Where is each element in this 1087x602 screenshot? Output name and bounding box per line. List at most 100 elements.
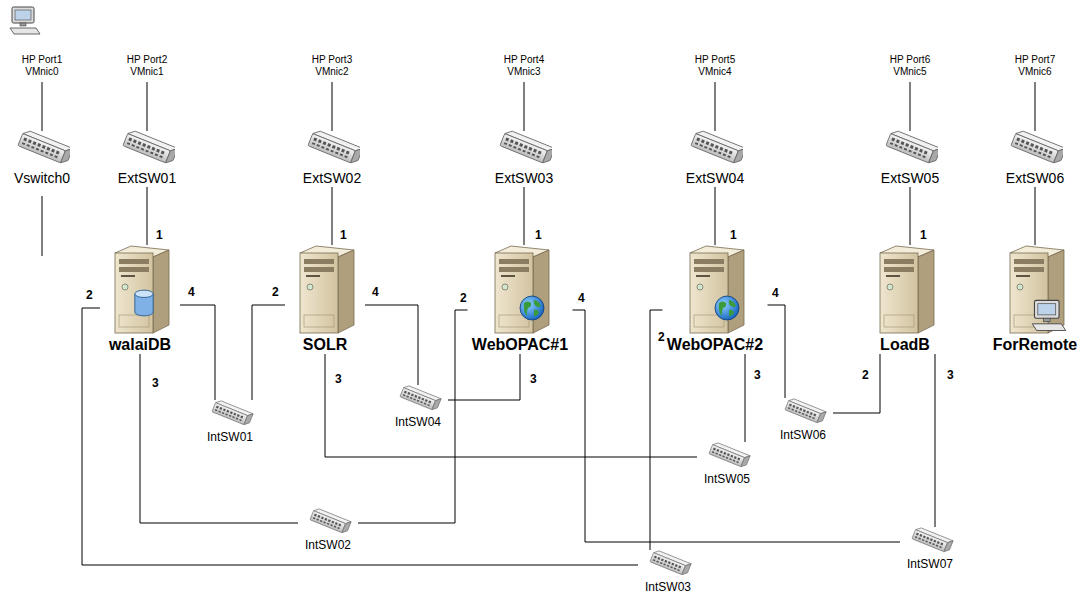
network-link bbox=[358, 310, 468, 523]
server-name: walaiDB bbox=[100, 335, 180, 354]
network-link bbox=[1035, 187, 1036, 245]
network-switch: ExtSW01 bbox=[114, 130, 181, 187]
switch-name: ExtSW02 bbox=[299, 170, 366, 187]
network-link bbox=[325, 354, 697, 457]
network-link bbox=[768, 305, 786, 398]
port-label: HP Port2 VMnic1 bbox=[120, 54, 174, 78]
network-switch: IntSW05 bbox=[697, 442, 757, 487]
server-icon bbox=[1000, 245, 1070, 335]
switch-icon bbox=[304, 130, 360, 170]
network-switch: IntSW06 bbox=[773, 398, 833, 443]
network-link bbox=[745, 354, 746, 442]
port-label: HP Port7 VMnic6 bbox=[1008, 54, 1062, 78]
network-link bbox=[180, 305, 215, 400]
switch-icon bbox=[702, 442, 752, 472]
port-line bbox=[524, 82, 525, 131]
server-icon bbox=[290, 245, 360, 335]
callout-number: 2 bbox=[862, 368, 869, 382]
callout-number: 4 bbox=[772, 286, 779, 300]
port-label: HP Port3 VMnic2 bbox=[305, 54, 359, 78]
server-name: ForRemote bbox=[989, 335, 1082, 354]
callout-number: 2 bbox=[86, 288, 93, 302]
network-switch: IntSW03 bbox=[638, 550, 698, 595]
callout-number: 1 bbox=[535, 228, 542, 242]
switch-name: ExtSW03 bbox=[491, 170, 558, 187]
switch-name: IntSW06 bbox=[773, 428, 833, 443]
network-link bbox=[935, 354, 936, 527]
network-switch: IntSW04 bbox=[388, 385, 448, 430]
switch-name: IntSW02 bbox=[298, 538, 358, 553]
port-label: HP Port1 VMnic0 bbox=[15, 54, 69, 78]
network-switch: ExtSW06 bbox=[1002, 130, 1069, 187]
network-link bbox=[524, 187, 525, 245]
switch-name: ExtSW04 bbox=[682, 170, 749, 187]
switch-icon bbox=[119, 130, 175, 170]
network-switch: Vswitch0 bbox=[10, 130, 75, 187]
server: WebOPAC#2 bbox=[663, 245, 768, 354]
network-switch: ExtSW05 bbox=[877, 130, 944, 187]
server-name: WebOPAC#1 bbox=[468, 335, 573, 354]
callout-number: 3 bbox=[947, 368, 954, 382]
switch-name: IntSW05 bbox=[697, 472, 757, 487]
callout-number: 3 bbox=[754, 368, 761, 382]
callout-number: 4 bbox=[372, 285, 379, 299]
server-name: SOLR bbox=[285, 335, 365, 354]
switch-icon bbox=[393, 385, 443, 415]
callout-number: 4 bbox=[578, 291, 585, 305]
callout-number: 3 bbox=[335, 372, 342, 386]
callout-number: 3 bbox=[530, 372, 537, 386]
switch-icon bbox=[643, 550, 693, 580]
switch-name: ExtSW06 bbox=[1002, 170, 1069, 187]
switch-icon bbox=[303, 508, 353, 538]
switch-name: ExtSW05 bbox=[877, 170, 944, 187]
pc-icon bbox=[10, 7, 40, 34]
network-switch: IntSW01 bbox=[200, 400, 260, 445]
server-icon bbox=[485, 245, 555, 335]
network-link bbox=[332, 187, 333, 245]
network-link bbox=[910, 187, 911, 245]
server-name: LoadB bbox=[865, 335, 945, 354]
switch-icon bbox=[1007, 130, 1063, 170]
network-switch: ExtSW03 bbox=[491, 130, 558, 187]
network-switch: IntSW02 bbox=[298, 508, 358, 553]
port-line bbox=[910, 82, 911, 131]
callout-number: 2 bbox=[272, 285, 279, 299]
callout-number: 2 bbox=[658, 330, 665, 344]
network-switch: ExtSW02 bbox=[299, 130, 366, 187]
callout-number: 4 bbox=[188, 285, 195, 299]
network-link bbox=[147, 187, 148, 245]
callout-number: 1 bbox=[156, 228, 163, 242]
switch-name: Vswitch0 bbox=[10, 170, 75, 187]
switch-name: IntSW04 bbox=[388, 415, 448, 430]
switch-icon bbox=[882, 130, 938, 170]
callout-number: 2 bbox=[460, 291, 467, 305]
switch-name: IntSW03 bbox=[638, 580, 698, 595]
server: LoadB bbox=[865, 245, 945, 354]
network-link bbox=[715, 187, 716, 245]
server: ForRemote bbox=[989, 245, 1082, 354]
port-label: HP Port6 VMnic5 bbox=[883, 54, 937, 78]
switch-icon bbox=[205, 400, 255, 430]
switch-icon bbox=[687, 130, 743, 170]
port-line bbox=[42, 196, 43, 256]
port-label: HP Port4 VMnic3 bbox=[497, 54, 551, 78]
network-link bbox=[365, 305, 418, 385]
network-link bbox=[448, 354, 520, 400]
network-link bbox=[650, 310, 663, 550]
network-link bbox=[140, 354, 298, 523]
callout-number: 1 bbox=[920, 228, 927, 242]
switch-icon bbox=[778, 398, 828, 428]
server: WebOPAC#1 bbox=[468, 245, 573, 354]
callout-number: 3 bbox=[152, 376, 159, 390]
port-line bbox=[147, 82, 148, 131]
network-link bbox=[573, 310, 901, 542]
callout-number: 1 bbox=[730, 228, 737, 242]
server: SOLR bbox=[285, 245, 365, 354]
switch-name: IntSW01 bbox=[200, 430, 260, 445]
network-switch: ExtSW04 bbox=[682, 130, 749, 187]
server: walaiDB bbox=[100, 245, 180, 354]
network-link bbox=[252, 305, 285, 400]
server-icon bbox=[870, 245, 940, 335]
port-label: HP Port5 VMnic4 bbox=[688, 54, 742, 78]
port-line bbox=[42, 82, 43, 131]
